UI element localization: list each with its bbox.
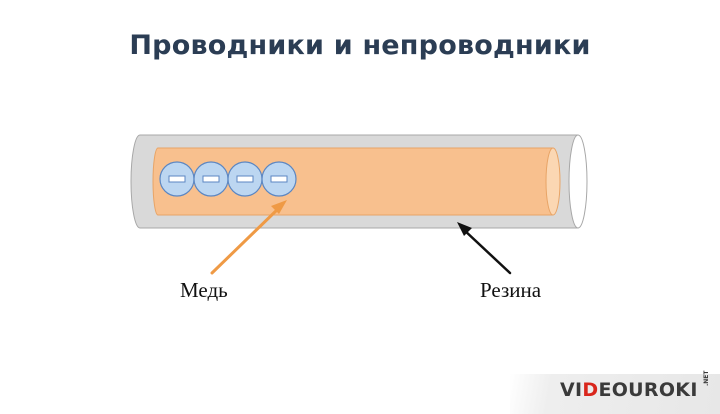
electron	[261, 161, 297, 197]
slide: Проводники и непроводники	[129, 30, 720, 414]
electron	[159, 161, 195, 197]
copper-core-end	[545, 147, 561, 216]
videouroki-logo-suffix: .NET	[703, 370, 710, 387]
rubber-pointer-arrow	[457, 222, 512, 275]
minus-sign-icon	[270, 175, 288, 183]
copper-pointer-arrow	[210, 200, 287, 275]
electron	[193, 161, 229, 197]
minus-sign-icon	[202, 175, 220, 183]
wire-diagram	[130, 134, 588, 275]
slide-title: Проводники и непроводники	[129, 30, 591, 61]
videouroki-logo: VIDEOUROKI	[560, 379, 698, 401]
minus-sign-icon	[168, 175, 186, 183]
minus-sign-icon	[236, 175, 254, 183]
copper-label: Медь	[180, 278, 228, 302]
electron	[227, 161, 263, 197]
rubber-insulation-end	[568, 134, 588, 229]
rubber-label: Резина	[480, 278, 542, 302]
